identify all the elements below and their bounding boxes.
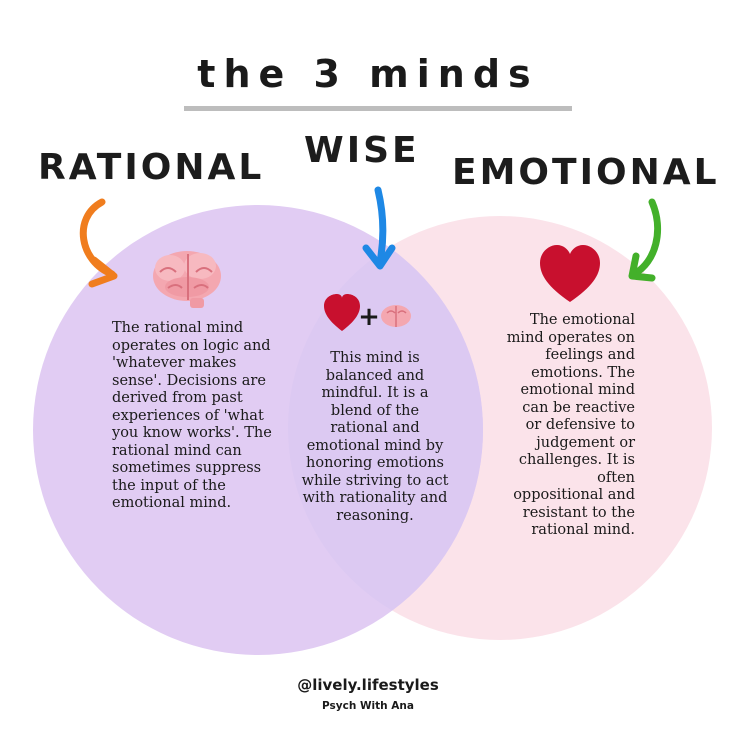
rational-description: The rational mind operates on logic and … [112, 320, 272, 511]
blue-arrow-icon [362, 186, 396, 270]
emotional-label: EMOTIONAL [452, 152, 720, 193]
page-title: the 3 minds [197, 52, 539, 96]
green-arrow-icon [628, 198, 662, 282]
wise-label: WISE [304, 130, 420, 171]
social-handle: @lively.lifestyles [297, 676, 439, 694]
title-divider [184, 106, 572, 111]
orange-arrow-icon [79, 198, 118, 288]
author-credit: Psych With Ana [322, 700, 414, 712]
wise-description: This mind is balanced and mindful. It is… [301, 350, 449, 524]
emotional-description: The emotional mind operates on feelings … [506, 312, 635, 538]
heart-icon [540, 245, 600, 302]
plus-symbol: + [358, 302, 380, 332]
heart-plus-brain-icon: + [324, 294, 411, 332]
rational-label: RATIONAL [38, 147, 265, 188]
brain-icon [153, 251, 221, 308]
